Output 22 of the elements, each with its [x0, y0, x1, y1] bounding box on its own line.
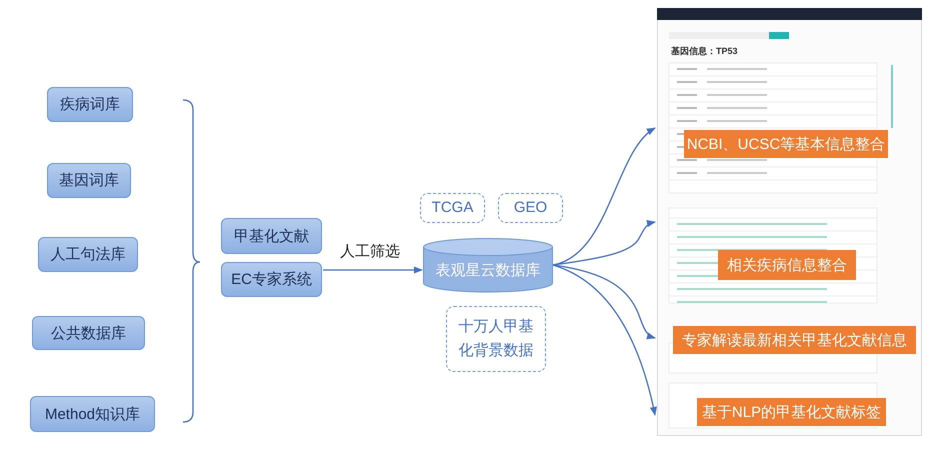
- callout-box: 基于NLP的甲基化文献标签: [697, 398, 886, 426]
- process-box: 人工句法库: [38, 237, 138, 272]
- callout-box: NCBI、UCSC等基本信息整合: [684, 130, 888, 158]
- arrow: [552, 264, 657, 416]
- process-box: Method知识库: [30, 396, 155, 432]
- arrow: [323, 266, 423, 274]
- arrow: [552, 127, 656, 266]
- data-source-box: TCGA: [420, 193, 485, 223]
- process-box: 甲基化文献: [221, 218, 322, 254]
- page-heading: 基因信息：TP53: [671, 45, 738, 58]
- process-box: 疾病词库: [47, 87, 133, 122]
- callout-box: 专家解读最新相关甲基化文献信息: [673, 326, 916, 354]
- database-label: 表观星云数据库: [436, 260, 540, 280]
- arrow: [552, 264, 656, 339]
- callout-box: 相关疾病信息整合: [718, 250, 856, 280]
- process-box: EC专家系统: [221, 262, 322, 297]
- data-source-box: 十万人甲基化背景数据: [446, 306, 546, 372]
- edge-label: 人工筛选: [340, 242, 400, 261]
- process-box: 公共数据库: [32, 316, 145, 350]
- data-source-box: GEO: [498, 193, 563, 223]
- arrow: [552, 220, 656, 266]
- process-box: 基因词库: [47, 163, 131, 198]
